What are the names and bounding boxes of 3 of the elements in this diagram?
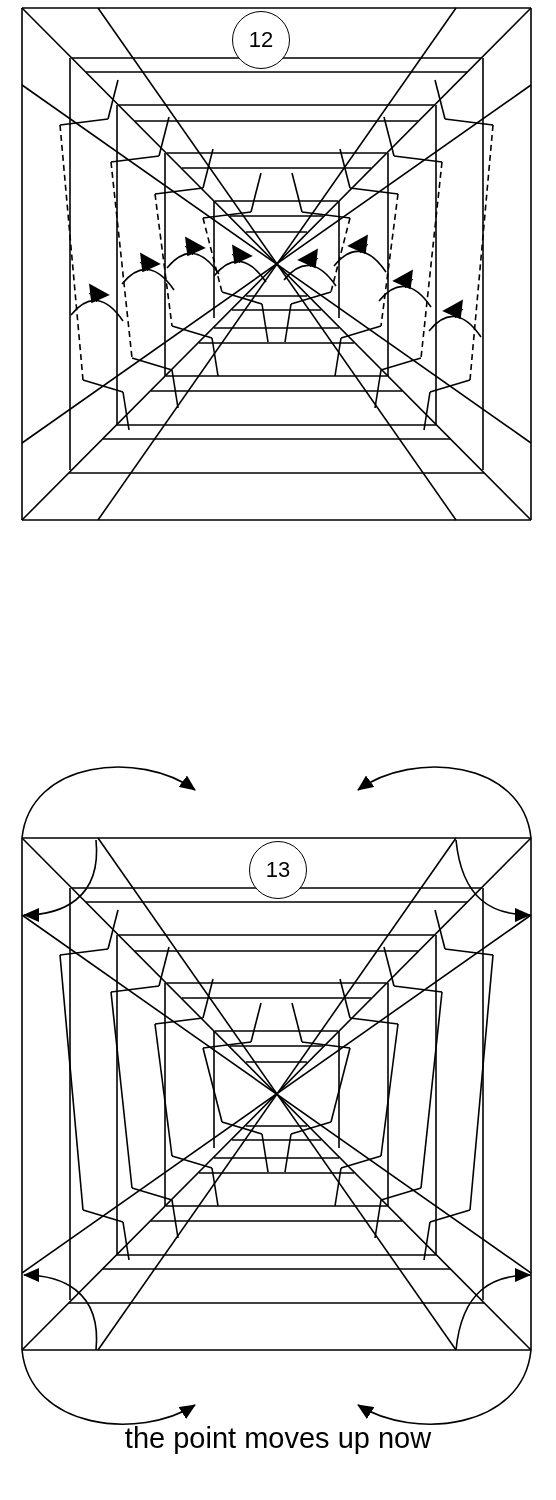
step-number: 12 [232, 11, 290, 69]
step-number: 13 [249, 841, 307, 899]
caption: the point moves up now [123, 1422, 433, 1455]
